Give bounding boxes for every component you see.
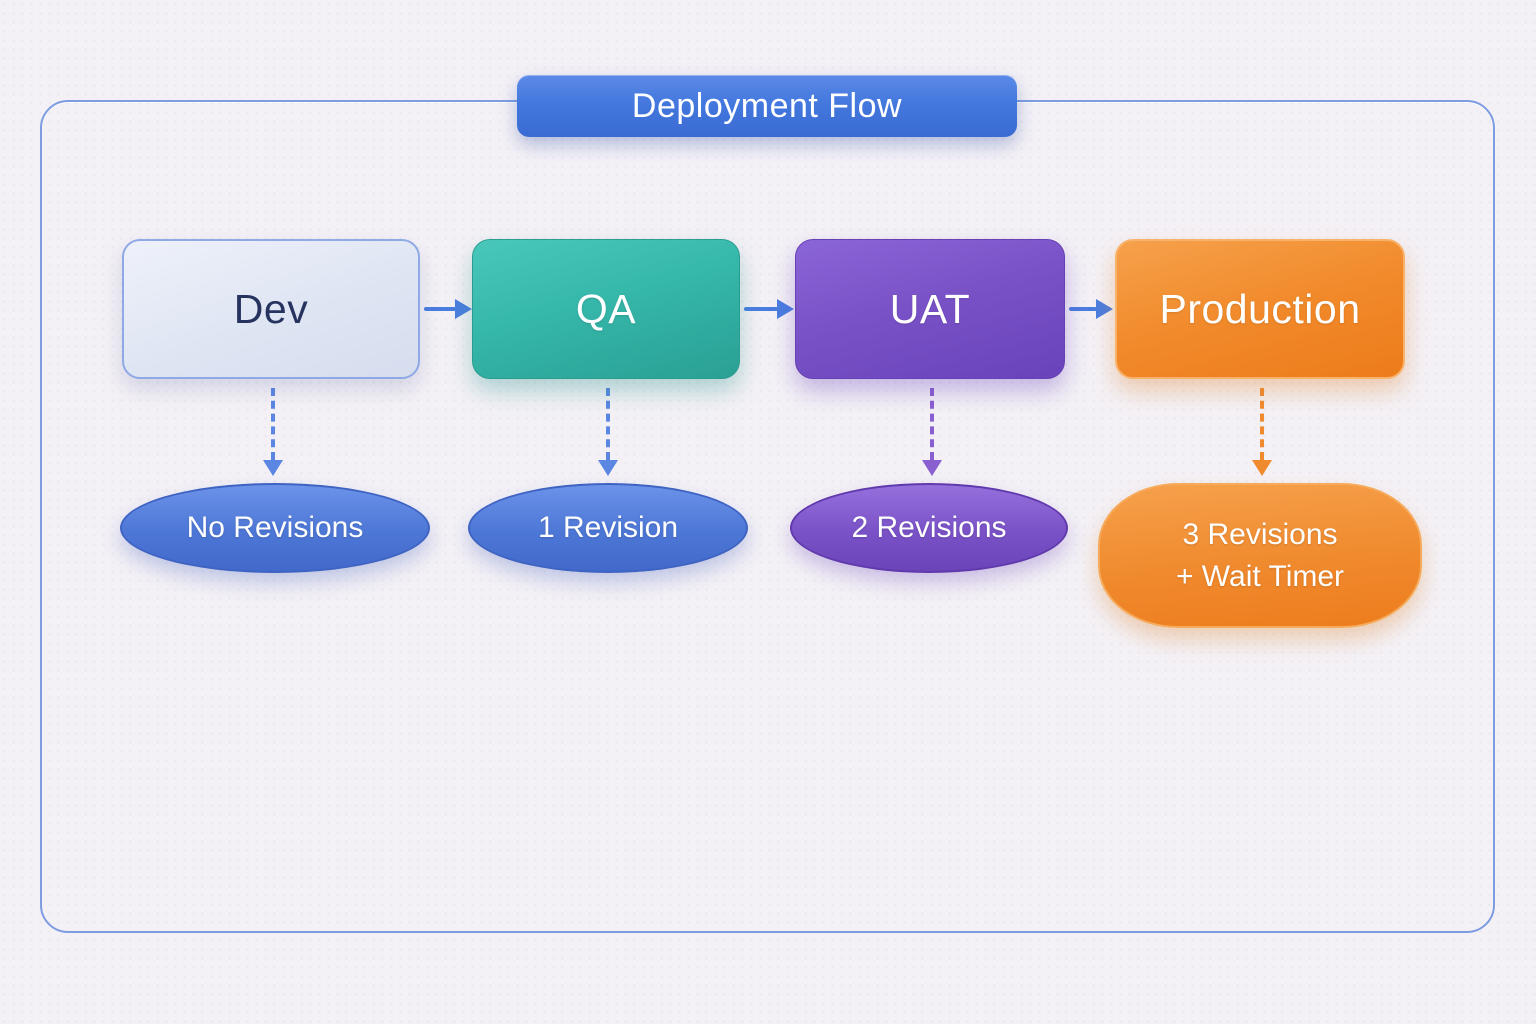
arrow-shaft — [424, 307, 456, 311]
stage-label-uat: UAT — [889, 285, 971, 332]
arrow-head-icon — [263, 460, 283, 476]
arrow-head-icon — [455, 299, 472, 319]
revision-label-uat: 2 Revisions — [851, 511, 1007, 544]
stage-node-qa: QA — [472, 239, 740, 379]
arrow-shaft — [1069, 307, 1097, 311]
diagram-title: Deployment Flow — [631, 86, 903, 125]
stage-label-dev: Dev — [233, 285, 309, 332]
arrow-head-icon — [1096, 299, 1113, 319]
diagram-title-badge: Deployment Flow — [517, 75, 1017, 137]
arrow-head-icon — [1252, 460, 1272, 476]
revision-label-production-line1: 3 Revisions — [1182, 518, 1338, 552]
revision-bubble-production: 3 Revisions + Wait Timer — [1098, 483, 1422, 628]
stage-label-qa: QA — [575, 285, 637, 332]
arrow-head-icon — [922, 460, 942, 476]
dashed-line — [606, 388, 610, 460]
revision-label-dev: No Revisions — [186, 511, 364, 544]
arrow-head-icon — [598, 460, 618, 476]
dashed-line — [930, 388, 934, 460]
arrow-shaft — [744, 307, 778, 311]
arrow-head-icon — [777, 299, 794, 319]
dashed-line — [271, 388, 275, 460]
stage-node-dev: Dev — [122, 239, 420, 379]
stage-node-uat: UAT — [795, 239, 1065, 379]
stage-label-production: Production — [1159, 285, 1361, 332]
revision-label-qa: 1 Revision — [537, 511, 679, 544]
revision-bubble-qa: 1 Revision — [468, 483, 748, 573]
dashed-line — [1260, 388, 1264, 460]
revision-label-production-line2: + Wait Timer — [1175, 559, 1345, 593]
revision-bubble-uat: 2 Revisions — [790, 483, 1068, 573]
stage-node-production: Production — [1115, 239, 1405, 379]
revision-bubble-dev: No Revisions — [120, 483, 430, 573]
